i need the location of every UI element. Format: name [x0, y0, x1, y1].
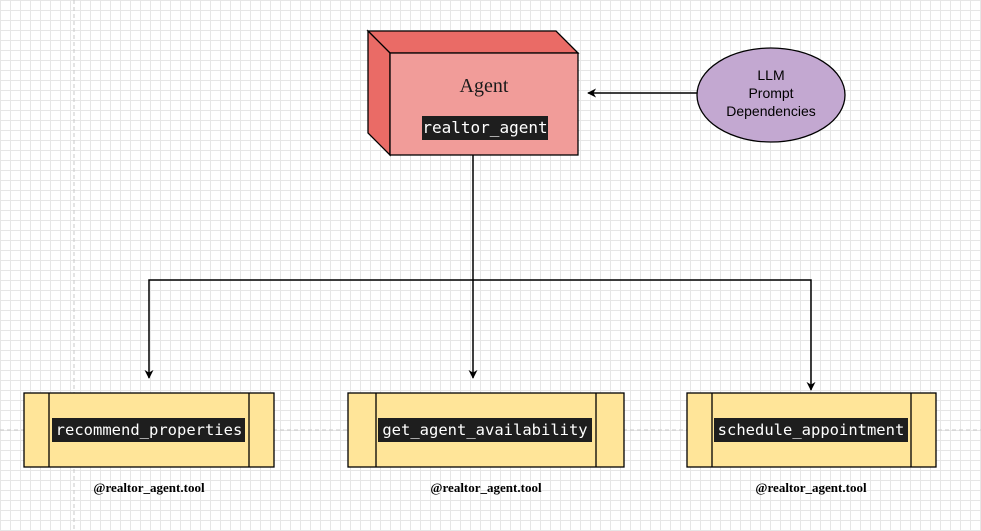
tool-decorator-label: @realtor_agent.tool [755, 480, 867, 495]
agent-config-ellipse [696, 47, 846, 143]
tool-node-recommend-properties[interactable]: recommend_properties @realtor_agent.tool [23, 392, 275, 495]
agent-node-top-face [366, 30, 580, 54]
agent-name-label: realtor_agent [422, 118, 547, 137]
connector-to-schedule-appointment [473, 279, 816, 391]
tool-decorator-label: @realtor_agent.tool [93, 480, 205, 495]
agent-title: Agent [460, 75, 509, 97]
agent-node[interactable]: Agent realtor_agent [366, 29, 580, 157]
config-line-llm: LLM [757, 67, 784, 83]
tool-node-get-agent-availability[interactable]: get_agent_availability @realtor_agent.to… [347, 392, 625, 495]
tool-name-label-bg [52, 418, 245, 442]
config-line-prompt: Prompt [748, 85, 793, 101]
agent-node-left-face [367, 29, 391, 157]
connector-to-recommend-properties [144, 155, 474, 379]
agent-config-node[interactable]: LLM Prompt Dependencies [696, 47, 846, 143]
tool-name-label-bg [714, 418, 908, 442]
tool-name-label: recommend_properties [56, 421, 243, 439]
tool-name-label-bg [378, 418, 592, 442]
agent-to-tools-connectors [144, 155, 816, 391]
tool-decorator-label: @realtor_agent.tool [430, 480, 542, 495]
agent-name-label-bg [422, 116, 548, 140]
tool-node-schedule-appointment[interactable]: schedule_appointment @realtor_agent.tool [686, 392, 937, 495]
config-line-dependencies: Dependencies [726, 103, 816, 119]
tool-name-label: schedule_appointment [718, 421, 905, 439]
tool-name-label: get_agent_availability [382, 421, 587, 439]
